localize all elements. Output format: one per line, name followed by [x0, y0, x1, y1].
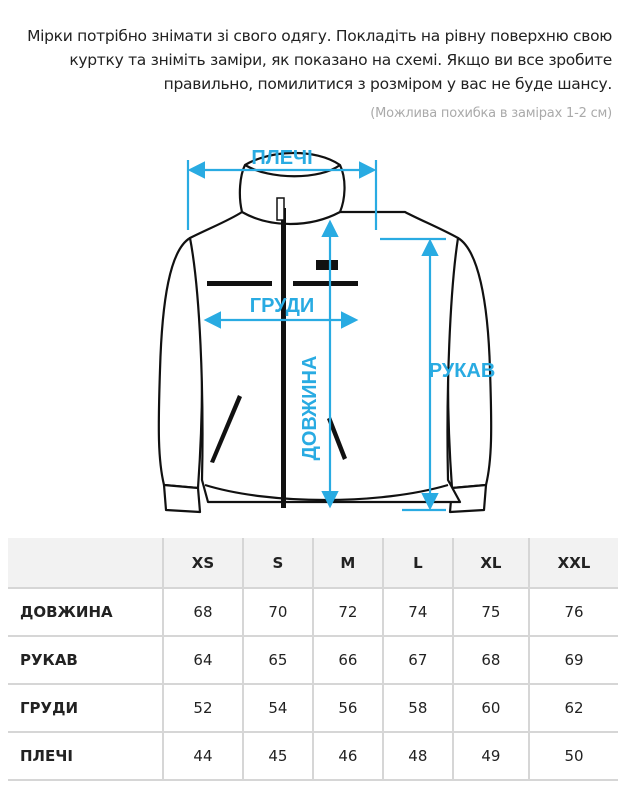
row-label: ПЛЕЧІ	[8, 732, 163, 781]
size-header: XL	[451, 538, 529, 589]
measurement-cell: 56	[311, 684, 383, 733]
measurement-cell: 76	[528, 588, 618, 637]
size-header: M	[311, 538, 383, 589]
measurement-cell: 48	[381, 732, 453, 781]
measurement-cell: 67	[381, 636, 453, 685]
measurement-cell: 49	[451, 732, 529, 781]
size-header: S	[241, 538, 313, 589]
measurement-cell: 66	[311, 636, 383, 685]
measurement-cell: 62	[528, 684, 618, 733]
row-label: ДОВЖИНА	[8, 588, 163, 637]
sleeve-label: РУКАВ	[429, 360, 496, 382]
measurement-cell: 74	[381, 588, 453, 637]
size-header: L	[381, 538, 453, 589]
jacket-outline	[157, 151, 493, 514]
measurement-cell: 72	[311, 588, 383, 637]
measurement-cell: 58	[381, 684, 453, 733]
jacket-measurement-diagram: ПЛЕЧІ ГРУДИ ДОВЖИНА РУКАВ	[157, 147, 496, 514]
length-label: ДОВЖИНА	[299, 356, 321, 461]
table-header-row: XS S M L XL XXL	[8, 538, 618, 589]
measurement-cell: 68	[162, 588, 243, 637]
chest-label: ГРУДИ	[250, 295, 314, 317]
measurement-cell: 70	[241, 588, 313, 637]
measurement-arrows	[186, 160, 446, 512]
size-header: XS	[162, 538, 243, 589]
row-label: ГРУДИ	[8, 684, 163, 733]
size-header: XXL	[528, 538, 618, 589]
measurement-cell: 60	[451, 684, 529, 733]
measurement-cell: 50	[528, 732, 618, 781]
header-empty-cell	[8, 538, 163, 589]
measurement-cell: 68	[451, 636, 529, 685]
measurement-cell: 65	[241, 636, 313, 685]
measurement-cell: 46	[311, 732, 383, 781]
measurement-cell: 54	[241, 684, 313, 733]
measurement-cell: 52	[162, 684, 243, 733]
shoulders-label: ПЛЕЧІ	[251, 147, 312, 169]
measurement-cell: 69	[528, 636, 618, 685]
measurement-cell: 75	[451, 588, 529, 637]
instructions-text: Мірки потрібно знімати зі свого одягу. П…	[27, 27, 612, 93]
measurement-cell: 44	[162, 732, 243, 781]
measurement-cell: 64	[162, 636, 243, 685]
row-label: РУКАВ	[8, 636, 163, 685]
measurement-error-note: (Можлива похибка в замірах 1-2 см)	[370, 106, 612, 121]
measurement-cell: 45	[241, 732, 313, 781]
